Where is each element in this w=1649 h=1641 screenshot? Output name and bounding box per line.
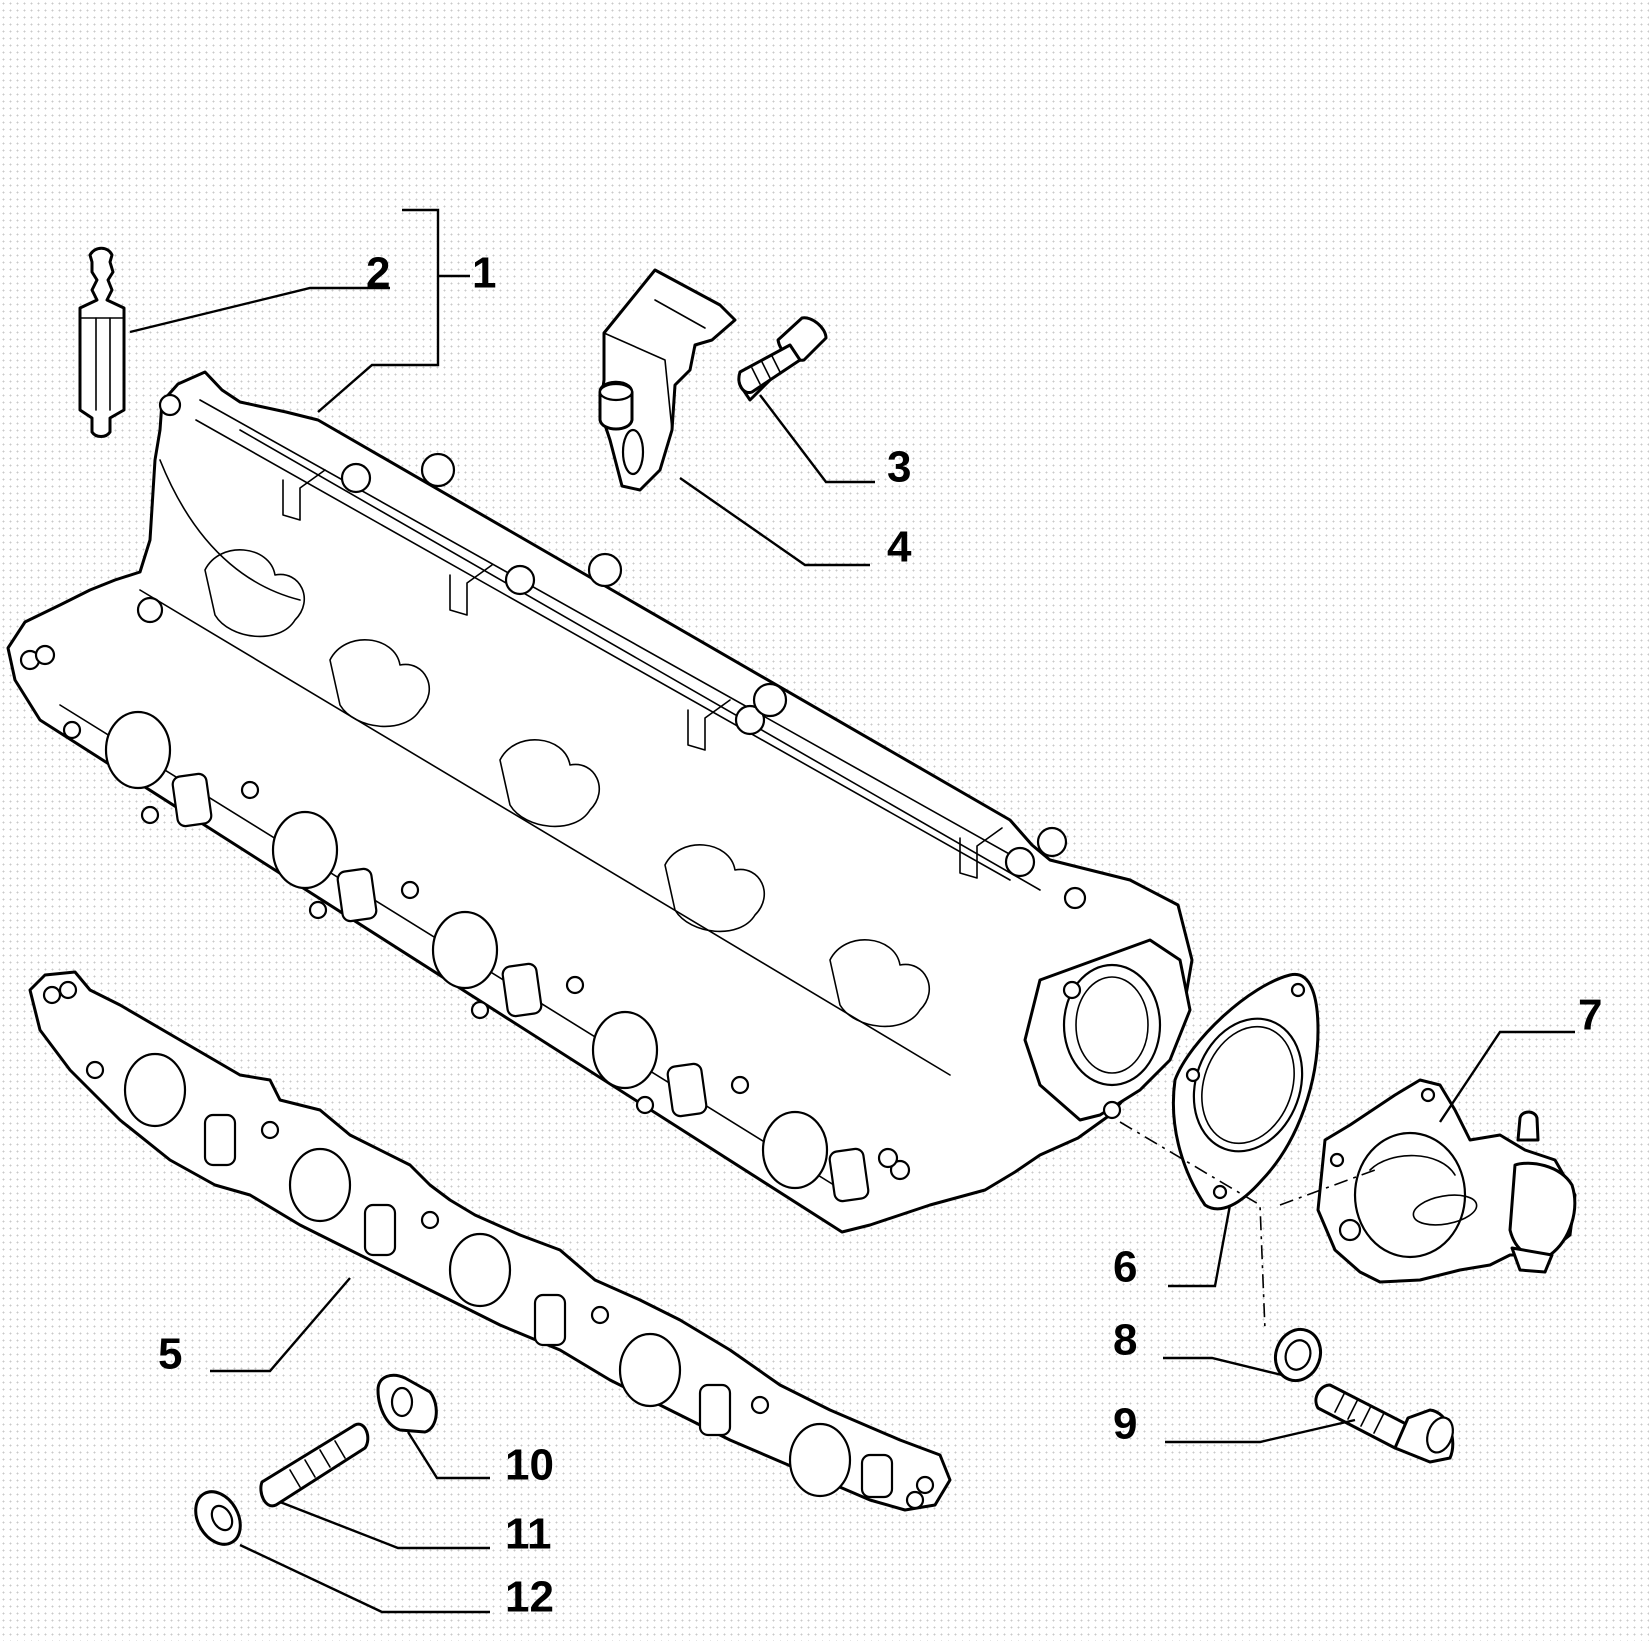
leader-1 — [317, 208, 440, 413]
leader-6 — [1168, 1204, 1232, 1288]
throttle-valve-body — [1316, 1078, 1577, 1284]
leader-12 — [239, 1543, 490, 1614]
callout-5: 5 — [158, 1330, 182, 1379]
leader-11 — [279, 1500, 490, 1550]
callout-10: 10 — [505, 1441, 554, 1490]
leader-4 — [679, 477, 870, 567]
callout-9: 9 — [1113, 1400, 1137, 1449]
flange-nut — [376, 1373, 438, 1434]
leader-2 — [129, 286, 390, 334]
callout-1: 1 — [472, 249, 496, 298]
leader-lines — [129, 208, 1575, 1614]
stud-bolt — [259, 1422, 370, 1508]
flange-screw — [737, 316, 828, 402]
hose-nipple-fitting — [78, 246, 126, 438]
leader-7 — [1439, 1030, 1575, 1123]
flange-gasket — [1171, 972, 1320, 1211]
socket-head-bolt — [1314, 1383, 1455, 1464]
callout-7: 7 — [1578, 991, 1602, 1040]
manifold-gasket — [28, 970, 952, 1512]
washer — [194, 1490, 242, 1546]
leader-5 — [210, 1277, 351, 1373]
seal-washer — [1273, 1327, 1323, 1383]
leader-3 — [759, 394, 875, 484]
callout-2: 2 — [366, 249, 390, 298]
callout-8: 8 — [1113, 1316, 1137, 1365]
intake-manifold — [6, 370, 1194, 1234]
callout-11: 11 — [505, 1510, 552, 1559]
leader-8 — [1163, 1356, 1283, 1377]
leader-10 — [406, 1431, 490, 1480]
callout-labels: 1 2 3 4 5 6 7 8 9 10 11 12 — [158, 249, 1602, 1622]
callout-3: 3 — [887, 443, 911, 492]
leader-9 — [1165, 1418, 1356, 1444]
assembly-axis — [1119, 1121, 1376, 1331]
callout-6: 6 — [1113, 1243, 1137, 1292]
callout-12: 12 — [505, 1573, 554, 1622]
sensor-bracket — [598, 268, 737, 492]
callout-4: 4 — [887, 523, 912, 572]
